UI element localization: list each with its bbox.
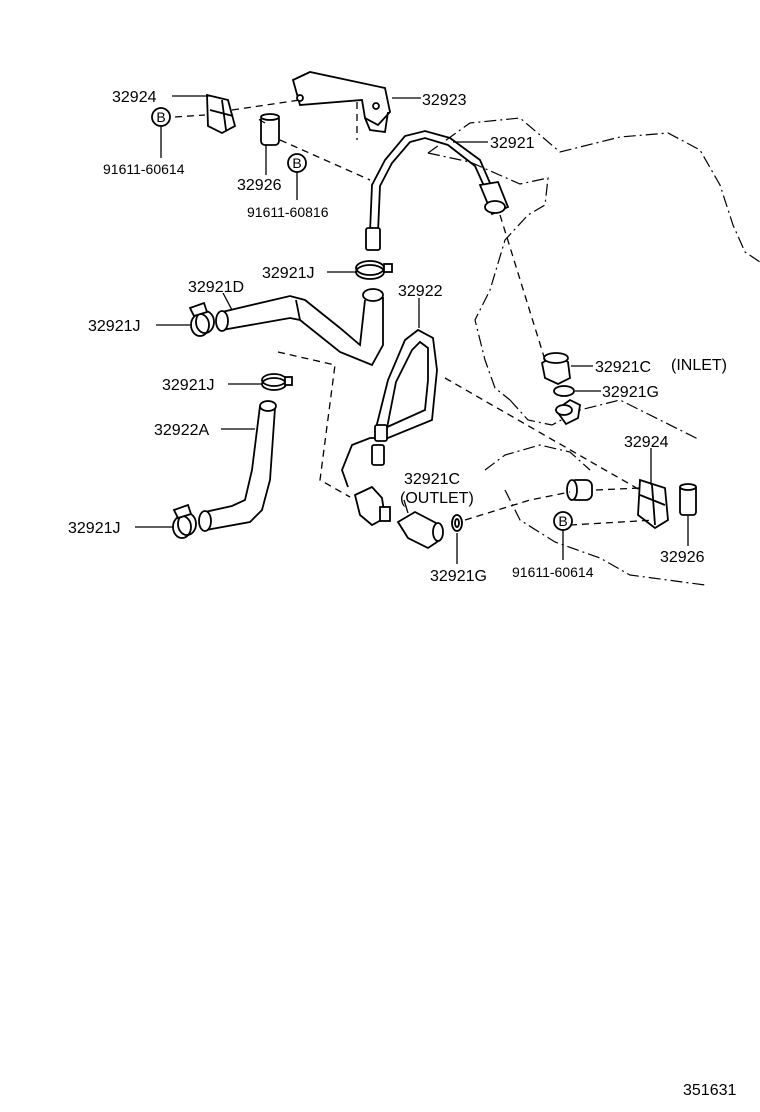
housing-outline bbox=[427, 117, 760, 586]
sleeve-32926-top bbox=[260, 113, 280, 146]
bracket-32923 bbox=[291, 71, 391, 134]
label-91611-60614-top: 91611-60614 bbox=[103, 161, 185, 177]
label-91611-60614-bottom: 91611-60614 bbox=[512, 564, 594, 580]
oring-32921G-bottom bbox=[451, 514, 463, 532]
label-32921G-top: 32921G bbox=[602, 384, 659, 401]
outlet-fitting-32921C bbox=[353, 485, 444, 550]
leader-lines bbox=[135, 95, 689, 564]
label-32924-right: 32924 bbox=[624, 434, 669, 451]
label-32921J-a: 32921J bbox=[262, 265, 315, 282]
label-32921C-inlet: 32921C bbox=[595, 359, 651, 376]
clamp-32921J-a bbox=[355, 260, 393, 280]
b-marker-letter: B bbox=[558, 513, 567, 529]
label-32922A: 32922A bbox=[154, 422, 209, 439]
label-32921J-c: 32921J bbox=[162, 377, 215, 394]
label-32923: 32923 bbox=[422, 92, 467, 109]
label-32926-right: 32926 bbox=[660, 549, 705, 566]
hose-32922A bbox=[198, 400, 277, 532]
figure-number: 351631 bbox=[683, 1082, 736, 1099]
hose-32921D bbox=[215, 288, 384, 367]
label-32921J-d: 32921J bbox=[68, 520, 121, 537]
label-outlet: (OUTLET) bbox=[400, 490, 474, 507]
oring-32921G-top bbox=[553, 385, 575, 397]
clamp-32921J-c bbox=[261, 373, 293, 391]
label-32924-top: 32924 bbox=[112, 89, 157, 106]
sleeve-32926-right bbox=[679, 483, 697, 516]
sleeve-inlet bbox=[554, 398, 581, 426]
b-marker-letter: B bbox=[156, 109, 165, 125]
inlet-fitting-32921C bbox=[540, 352, 571, 385]
clamp-bracket-32924-right bbox=[637, 478, 669, 530]
label-32922: 32922 bbox=[398, 283, 443, 300]
pipe-32922 bbox=[341, 328, 438, 488]
label-32921D: 32921D bbox=[188, 279, 244, 296]
b-marker-top-left: B bbox=[151, 107, 171, 127]
pipe-32921 bbox=[365, 130, 510, 251]
label-32926-top: 32926 bbox=[237, 177, 282, 194]
sleeve-right bbox=[566, 479, 593, 501]
label-91611-60816: 91611-60816 bbox=[247, 204, 329, 220]
clamp-bracket-32924-top bbox=[206, 93, 237, 135]
b-marker-bottom: B bbox=[553, 511, 573, 531]
label-32921J-b: 32921J bbox=[88, 318, 141, 335]
label-inlet: (INLET) bbox=[671, 357, 727, 374]
clamp-32921J-d bbox=[172, 503, 197, 539]
label-32921C-outlet: 32921C bbox=[404, 471, 460, 488]
b-marker-top: B bbox=[287, 153, 307, 173]
label-32921: 32921 bbox=[490, 135, 535, 152]
clamp-32921J-b bbox=[188, 301, 215, 337]
assembly-lines bbox=[174, 99, 656, 526]
label-32921G-bottom: 32921G bbox=[430, 568, 487, 585]
b-marker-letter: B bbox=[292, 155, 301, 171]
